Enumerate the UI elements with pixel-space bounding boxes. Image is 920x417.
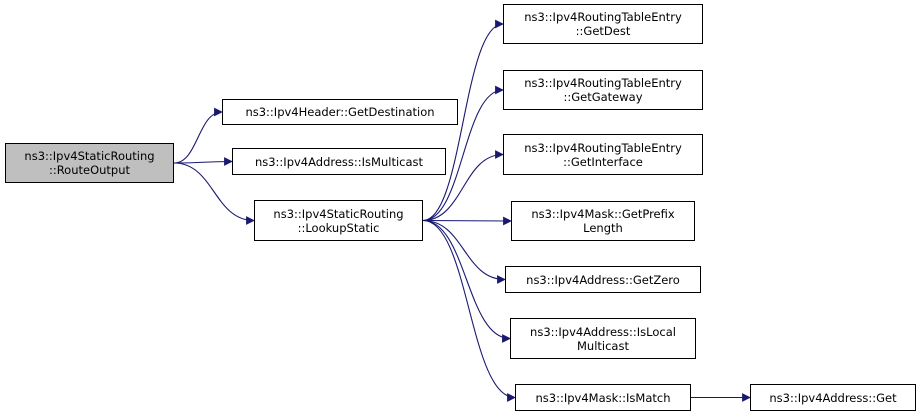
node-is-match[interactable]: ns3::Ipv4Mask::IsMatch bbox=[515, 384, 691, 411]
node-get-dest-line1: ns3::Ipv4RoutingTableEntry bbox=[524, 10, 682, 24]
node-is-local-multicast-line1: ns3::Ipv4Address::IsLocal bbox=[530, 324, 676, 339]
edge-route_output-to-get_destination bbox=[173, 107, 223, 164]
edge-route_output-to-lookup_static bbox=[173, 162, 255, 225]
node-route-output-line2: ::RouteOutput bbox=[48, 163, 131, 177]
node-get-zero[interactable]: ns3::Ipv4Address::GetZero bbox=[505, 266, 701, 293]
node-get-interface-line2: ::GetInterface bbox=[563, 154, 643, 169]
node-get-gateway[interactable]: ns3::Ipv4RoutingTableEntry ::GetGateway bbox=[503, 70, 703, 110]
node-lookup-static-line2: ::LookupStatic bbox=[297, 220, 380, 235]
node-get-dest[interactable]: ns3::Ipv4RoutingTableEntry ::GetDest bbox=[503, 4, 703, 44]
node-get-zero-line1: ns3::Ipv4Address::GetZero bbox=[526, 272, 680, 287]
edge-lookup_static-to-get_gateway bbox=[422, 85, 504, 222]
node-route-output-line1: ns3::Ipv4StaticRouting bbox=[24, 149, 155, 163]
node-get-dest-line2: ::GetDest bbox=[575, 24, 631, 38]
node-lookup-static[interactable]: ns3::Ipv4StaticRouting ::LookupStatic bbox=[254, 200, 423, 241]
node-lookup-static-line1: ns3::Ipv4StaticRouting bbox=[273, 206, 404, 221]
node-route-output: ns3::Ipv4StaticRouting ::RouteOutput bbox=[5, 143, 174, 183]
node-get-destination-line1: ns3::Ipv4Header::GetDestination bbox=[245, 105, 435, 119]
node-is-multicast-line1: ns3::Ipv4Address::IsMulticast bbox=[254, 154, 424, 169]
edge-lookup_static-to-is_match bbox=[422, 219, 516, 402]
edge-lookup_static-to-get_prefix_length bbox=[422, 216, 512, 226]
node-get-prefix-length[interactable]: ns3::Ipv4Mask::GetPrefix Length bbox=[511, 201, 695, 241]
node-is-local-multicast-line2: Multicast bbox=[577, 338, 629, 353]
node-get-gateway-line2: ::GetGateway bbox=[563, 90, 643, 104]
node-get-interface-line1: ns3::Ipv4RoutingTableEntry bbox=[524, 140, 682, 155]
node-get-destination[interactable]: ns3::Ipv4Header::GetDestination bbox=[222, 99, 458, 125]
edge-lookup_static-to-get_zero bbox=[422, 219, 506, 284]
node-get-prefix-length-line1: ns3::Ipv4Mask::GetPrefix bbox=[531, 207, 675, 221]
edge-lookup_static-to-get_interface bbox=[422, 150, 504, 222]
edge-lookup_static-to-is_local_multicast bbox=[422, 219, 511, 343]
node-address-get[interactable]: ns3::Ipv4Address::Get bbox=[750, 384, 916, 411]
edge-lookup_static-to-get_dest bbox=[422, 19, 504, 222]
node-is-match-line1: ns3::Ipv4Mask::IsMatch bbox=[535, 390, 671, 405]
node-get-interface[interactable]: ns3::Ipv4RoutingTableEntry ::GetInterfac… bbox=[503, 134, 703, 175]
node-is-local-multicast[interactable]: ns3::Ipv4Address::IsLocal Multicast bbox=[510, 318, 696, 359]
node-address-get-line1: ns3::Ipv4Address::Get bbox=[769, 390, 897, 405]
edge-route_output-to-is_multicast bbox=[173, 157, 233, 166]
node-is-multicast[interactable]: ns3::Ipv4Address::IsMulticast bbox=[232, 148, 446, 175]
node-get-gateway-line1: ns3::Ipv4RoutingTableEntry bbox=[524, 76, 682, 90]
node-get-prefix-length-line2: Length bbox=[583, 221, 623, 235]
